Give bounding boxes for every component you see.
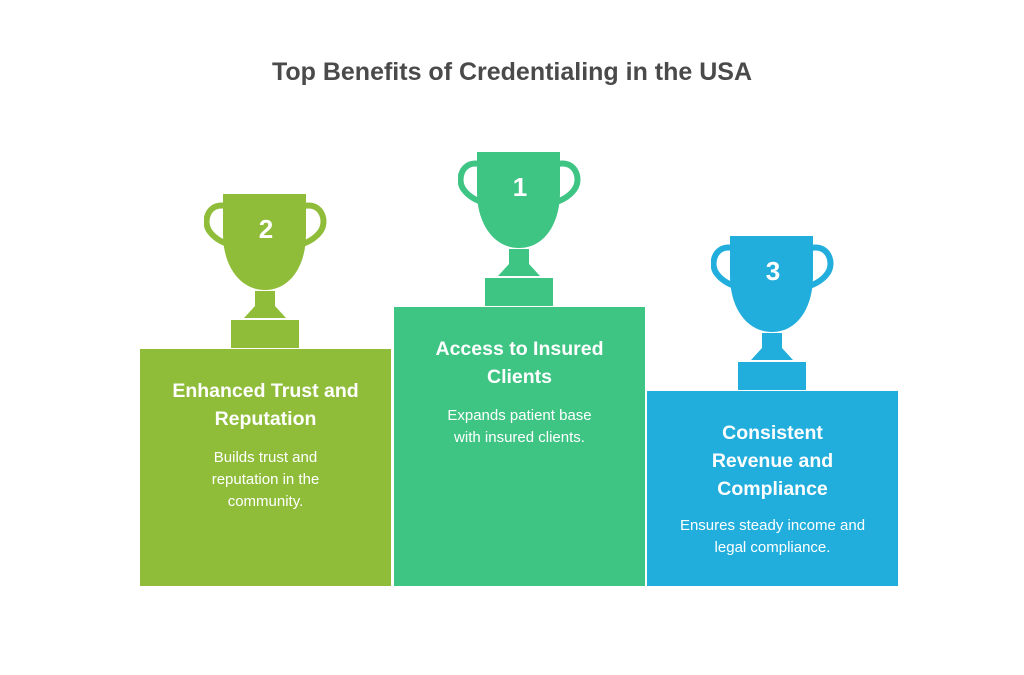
podium-heading: Consistent Revenue and Compliance <box>711 422 834 500</box>
rank-number: 1 <box>512 172 528 202</box>
rank-number: 2 <box>258 214 274 244</box>
trophy-icon: 3 <box>711 236 835 390</box>
podium-third: Consistent Revenue and Compliance Ensure… <box>647 391 898 586</box>
podium-second: Enhanced Trust and Reputation Builds tru… <box>140 349 391 586</box>
podium-description: Ensures steady income and legal complian… <box>679 517 866 556</box>
podium-heading: Access to Insured Clients <box>435 338 604 388</box>
rank-number: 3 <box>765 256 781 286</box>
page-title: Top Benefits of Credentialing in the USA <box>271 58 753 86</box>
trophy-icon: 1 <box>458 152 582 306</box>
trophy-icon: 2 <box>204 194 328 348</box>
podium-description: Expands patient base with insured client… <box>447 407 592 446</box>
podium-heading: Enhanced Trust and Reputation <box>172 380 359 430</box>
podium-description: Builds trust and reputation in the commu… <box>211 449 320 510</box>
podium-first: Access to Insured Clients Expands patien… <box>394 307 645 586</box>
